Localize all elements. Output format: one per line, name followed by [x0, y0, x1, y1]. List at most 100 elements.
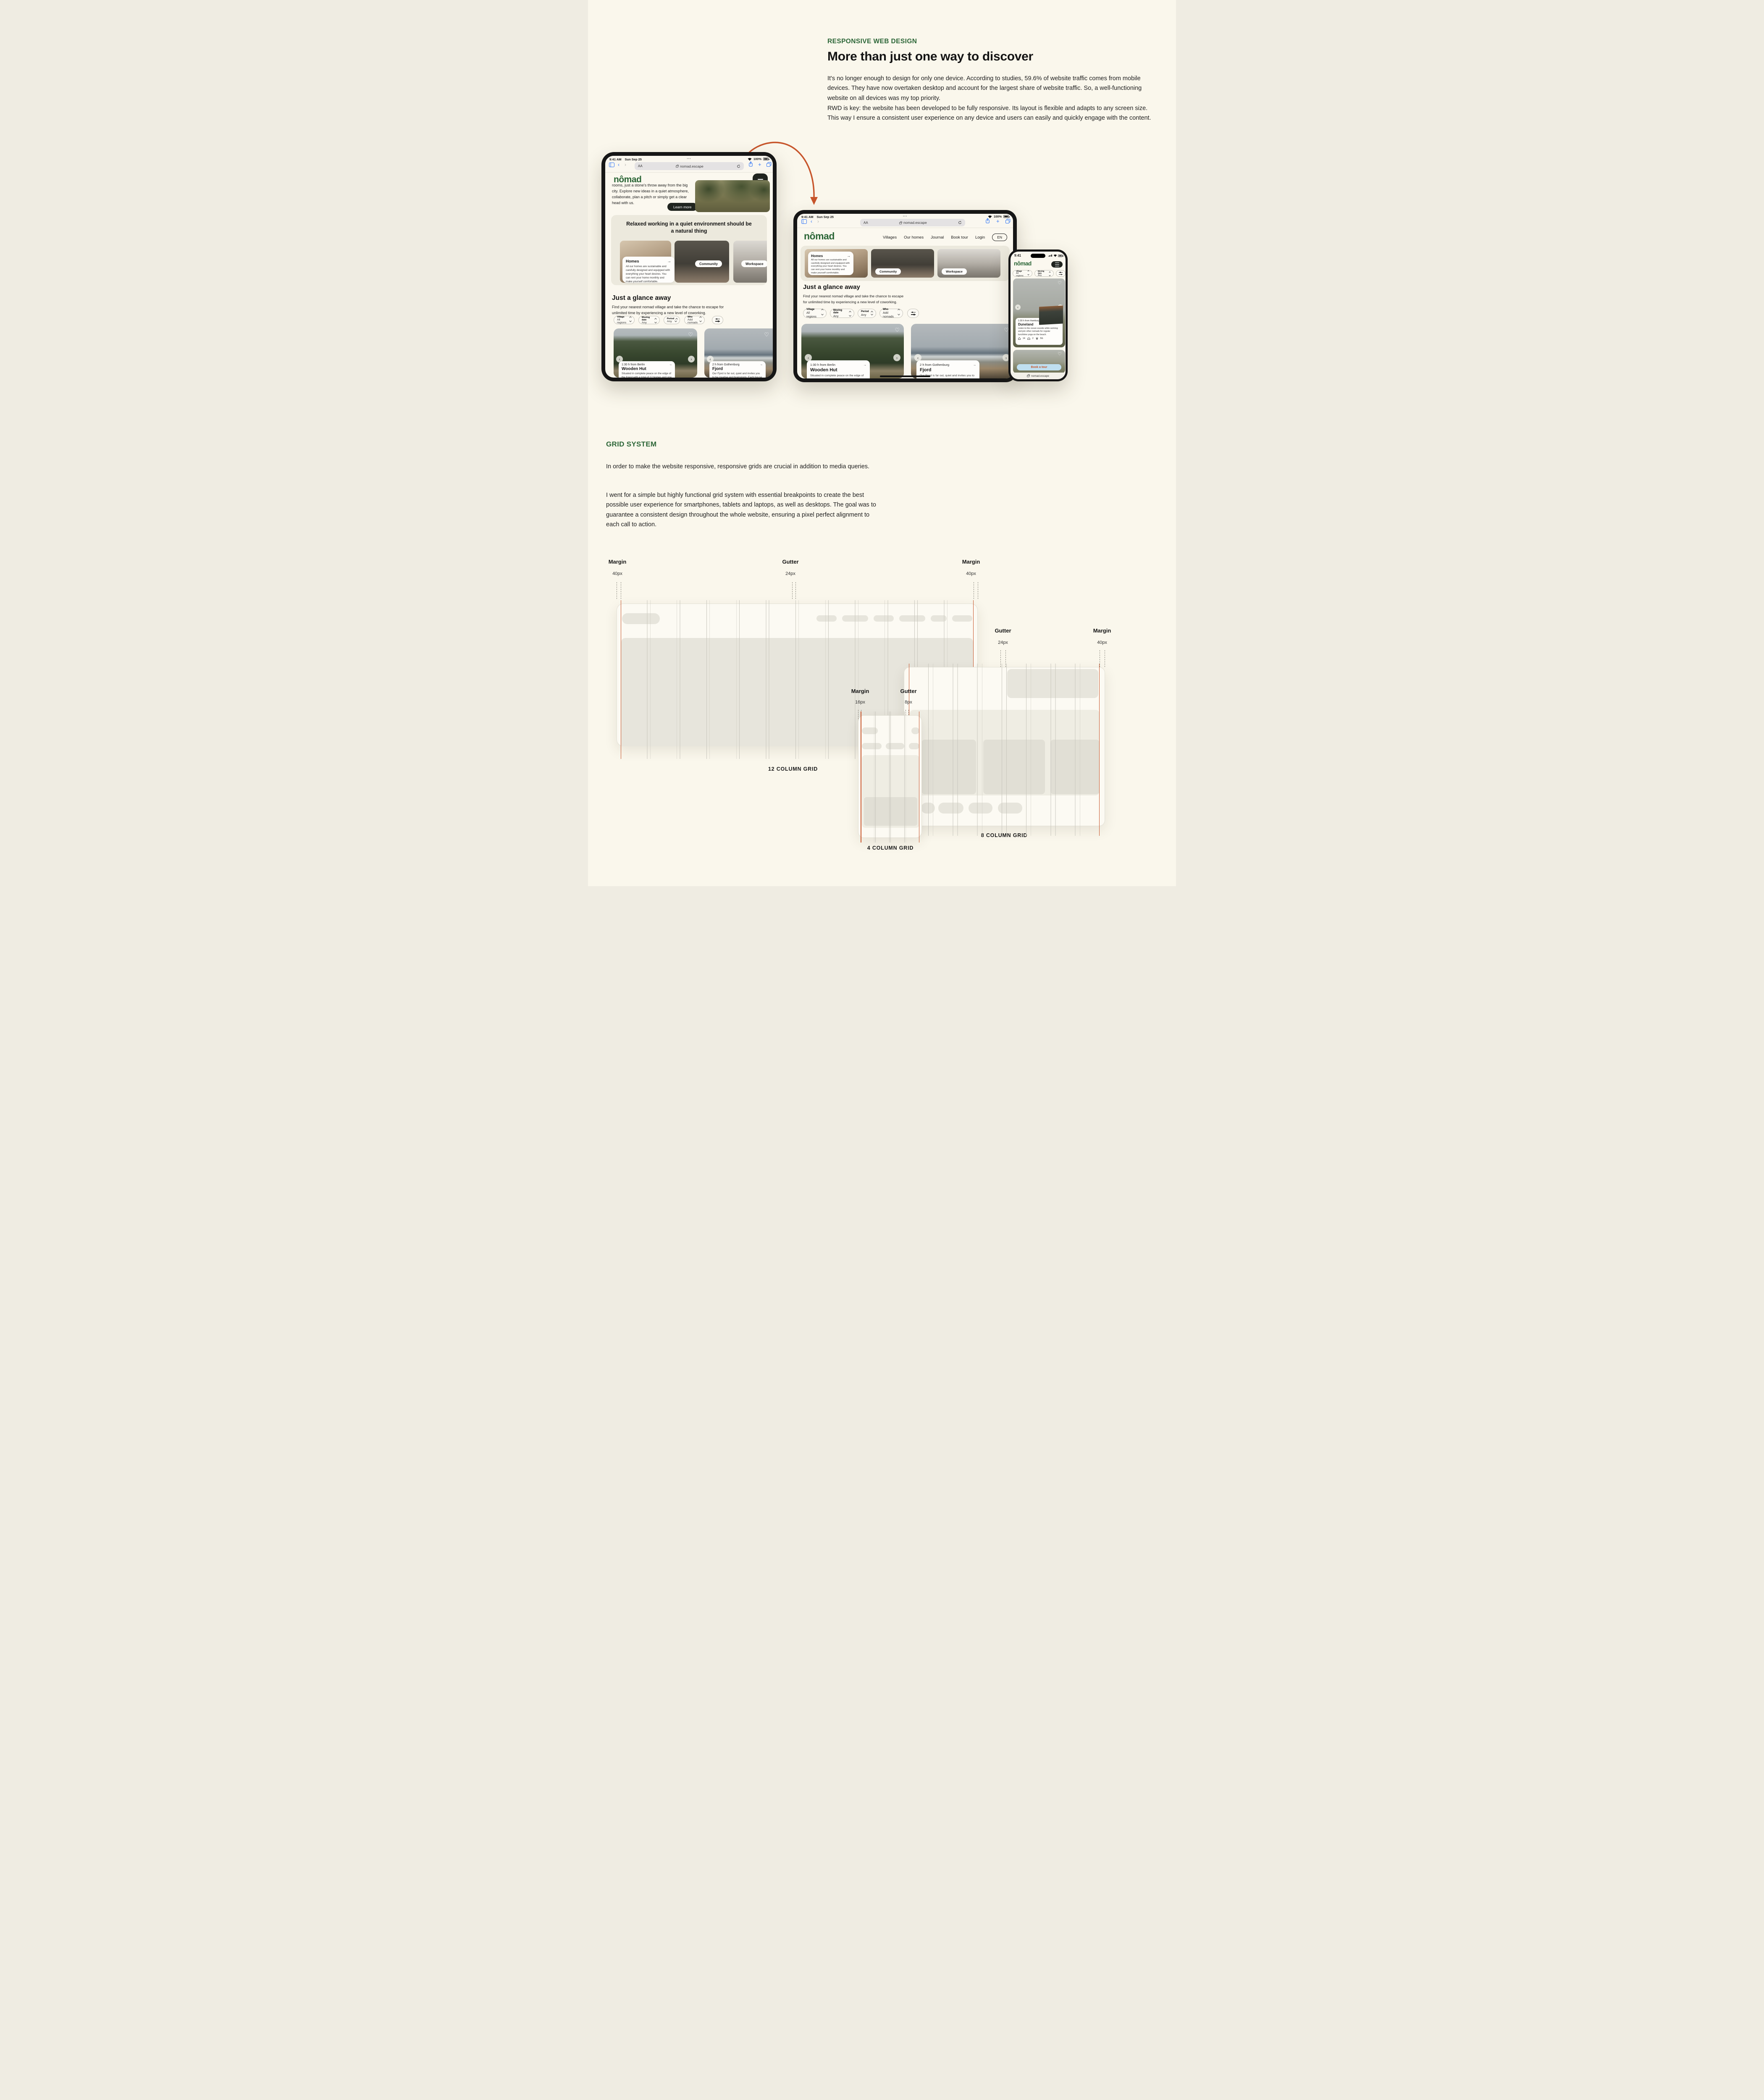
nomad-logo[interactable]: nômad — [1014, 260, 1032, 267]
share-icon[interactable] — [748, 161, 753, 167]
listing-desc: Our Fjord is far out, quiet and invites … — [712, 372, 762, 378]
sofa-icon — [1027, 338, 1030, 340]
sidebar-icon[interactable] — [801, 219, 807, 224]
listing-card-duneland[interactable]: ♡ ‹ › 1:30 h from Hamburg → Duneland Lis… — [1013, 278, 1065, 347]
reader-aa-button[interactable]: AA — [864, 220, 868, 225]
carousel-prev-button[interactable]: ‹ — [707, 356, 714, 362]
filter-who[interactable]: Who Add nomads — [684, 316, 705, 324]
filter-moving-date[interactable]: Moving date Any — [830, 309, 854, 318]
listing-card-wooden-hut[interactable]: ♡ ‹ › 1:30 h from Berlin → Wooden Hut Si… — [801, 324, 904, 378]
homes-card-arrow-icon[interactable]: → — [667, 259, 672, 264]
url-bar[interactable]: AA nomad.escape — [860, 219, 965, 226]
listing-arrow-icon[interactable]: → — [1058, 320, 1060, 322]
reload-icon[interactable] — [737, 164, 740, 168]
tabs-icon[interactable] — [766, 162, 772, 167]
carousel-next-button[interactable]: › — [688, 356, 695, 362]
annotation-margin-4-value: 16px — [855, 700, 865, 705]
filter-who[interactable]: Who Add nomads — [879, 308, 903, 318]
learn-more-button[interactable]: Learn more — [667, 203, 698, 211]
carousel-prev-button[interactable]: ‹ — [914, 354, 921, 361]
filter-settings-button[interactable] — [907, 309, 919, 318]
browser-forward-button[interactable]: › — [817, 218, 819, 224]
listing-card-fjord[interactable]: ♡ ‹ › 2 h from Gothenburg → Fjord Our Fj… — [911, 324, 1013, 378]
nomad-logo[interactable]: nômad — [804, 231, 835, 242]
filter-village[interactable]: Village All regions — [803, 308, 827, 318]
browser-forward-button[interactable]: › — [625, 162, 626, 168]
listing-arrow-icon[interactable]: → — [973, 363, 976, 367]
listing-card-wooden-hut[interactable]: ♡ ‹ › 1:30 h from Berlin → Wooden Hut Si… — [614, 328, 697, 378]
listing-arrow-icon[interactable]: → — [760, 363, 763, 366]
carousel-prev-button[interactable]: ‹ — [1015, 304, 1021, 310]
phone-screen: 9:41 nômad Village All regions Moving da… — [1011, 252, 1066, 379]
carousel-prev-button[interactable]: ‹ — [616, 356, 623, 362]
url-bar[interactable]: AA nomad.escape — [635, 162, 744, 170]
listing-arrow-icon[interactable]: → — [863, 363, 866, 367]
carousel-next-button[interactable]: › — [893, 354, 900, 361]
filter-value: All regions — [617, 318, 627, 324]
tabs-icon[interactable] — [1005, 219, 1011, 223]
filter-moving-date[interactable]: Moving date Any — [1034, 270, 1054, 277]
glance-text: Find your nearest nomad village and take… — [803, 294, 904, 304]
phone-url-bar[interactable]: nomad.escape — [1011, 373, 1066, 379]
wire-pill-block — [998, 803, 1022, 814]
carousel-prev-button[interactable]: ‹ — [805, 354, 812, 361]
workspace-pill[interactable]: Workspace — [741, 260, 767, 267]
community-pill[interactable]: Community — [875, 268, 901, 275]
workspace-pill[interactable]: Workspace — [942, 268, 967, 275]
nav-login[interactable]: Login — [975, 235, 985, 240]
nav-journal[interactable]: Journal — [931, 235, 944, 240]
status-battery-pct: 100% — [993, 215, 1002, 218]
listing-sofas-count: 2 — [1032, 337, 1034, 340]
favorite-icon[interactable]: ♡ — [1004, 327, 1009, 333]
laptop-screen: 9:41 AM Sun Sep 25 ••• 100% ‹ › AA nomad… — [797, 214, 1013, 378]
nav-our-homes[interactable]: Our homes — [904, 235, 924, 240]
homes-info-card[interactable]: Homes → All our homes are sustainable an… — [622, 257, 675, 283]
wireframe-8col — [904, 667, 1105, 826]
favorite-icon[interactable]: ♡ — [895, 327, 900, 333]
filter-period[interactable]: Period Any — [664, 316, 680, 324]
filter-settings-button[interactable] — [1056, 270, 1066, 277]
listing-info-card[interactable]: 2 h from Gothenburg → Fjord Our Fjord is… — [916, 360, 979, 378]
favorite-icon[interactable]: ♡ — [688, 331, 693, 338]
annotation-gutter-4: Gutter — [900, 688, 917, 694]
sidebar-icon[interactable] — [609, 163, 614, 167]
listing-info-card[interactable]: 1:30 h from Hamburg → Duneland Listen to… — [1016, 318, 1063, 345]
filter-period[interactable]: Period Any — [858, 309, 876, 318]
filter-value: Any — [833, 314, 839, 318]
listing-info-card[interactable]: 1:30 h from Berlin → Wooden Hut Situated… — [619, 361, 675, 378]
favorite-icon[interactable]: ♡ — [1058, 281, 1062, 286]
community-pill[interactable]: Community — [695, 260, 722, 267]
filter-value: All regions — [1016, 272, 1024, 277]
filter-village[interactable]: Village All regions — [1013, 270, 1032, 277]
listing-info-card[interactable]: 1:30 h from Berlin → Wooden Hut Situated… — [807, 360, 870, 378]
nav-villages[interactable]: Villages — [882, 235, 897, 240]
reader-aa-button[interactable]: AA — [638, 164, 643, 168]
glance-title: Just a glance away — [803, 284, 860, 291]
wire-nav-block — [842, 615, 868, 622]
carousel-next-button[interactable]: › — [1058, 304, 1063, 310]
filter-moving-date[interactable]: Moving date Any — [638, 316, 660, 324]
nomad-logo[interactable]: nômad — [614, 175, 642, 184]
favorite-icon[interactable]: ♡ — [764, 331, 769, 338]
filter-village[interactable]: Village All regions — [614, 316, 635, 324]
nav-book-tour[interactable]: Book tour — [951, 235, 968, 240]
browser-back-button[interactable]: ‹ — [618, 162, 620, 168]
homes-card-arrow-icon[interactable]: → — [847, 254, 851, 258]
language-selector[interactable]: EN — [992, 234, 1007, 241]
caption-4-column-grid: 4 COLUMN GRID — [867, 845, 914, 851]
new-tab-icon[interactable]: + — [996, 218, 1000, 224]
filter-settings-button[interactable] — [712, 316, 723, 324]
share-icon[interactable] — [985, 218, 990, 223]
browser-back-button[interactable]: ‹ — [811, 218, 812, 224]
reload-icon[interactable] — [958, 220, 962, 225]
new-tab-icon[interactable]: + — [758, 161, 761, 168]
menu-button[interactable] — [1051, 261, 1063, 268]
homes-info-card[interactable]: Homes → All our homes are sustainable an… — [808, 252, 853, 275]
listing-arrow-icon[interactable]: → — [669, 363, 672, 366]
favorite-icon[interactable]: ♡ — [1058, 352, 1062, 357]
listing-info-card[interactable]: 2 h from Gothenburg → Fjord Our Fjord is… — [709, 361, 766, 378]
book-tour-button[interactable]: Book a tour — [1017, 364, 1061, 370]
listing-card-next[interactable]: ♡ Book a tour — [1013, 350, 1065, 373]
listing-card-fjord[interactable]: ♡ ‹ 2 h from Gothenburg → Fjord Our Fjor… — [704, 328, 773, 378]
carousel-next-button[interactable]: › — [1003, 354, 1010, 361]
